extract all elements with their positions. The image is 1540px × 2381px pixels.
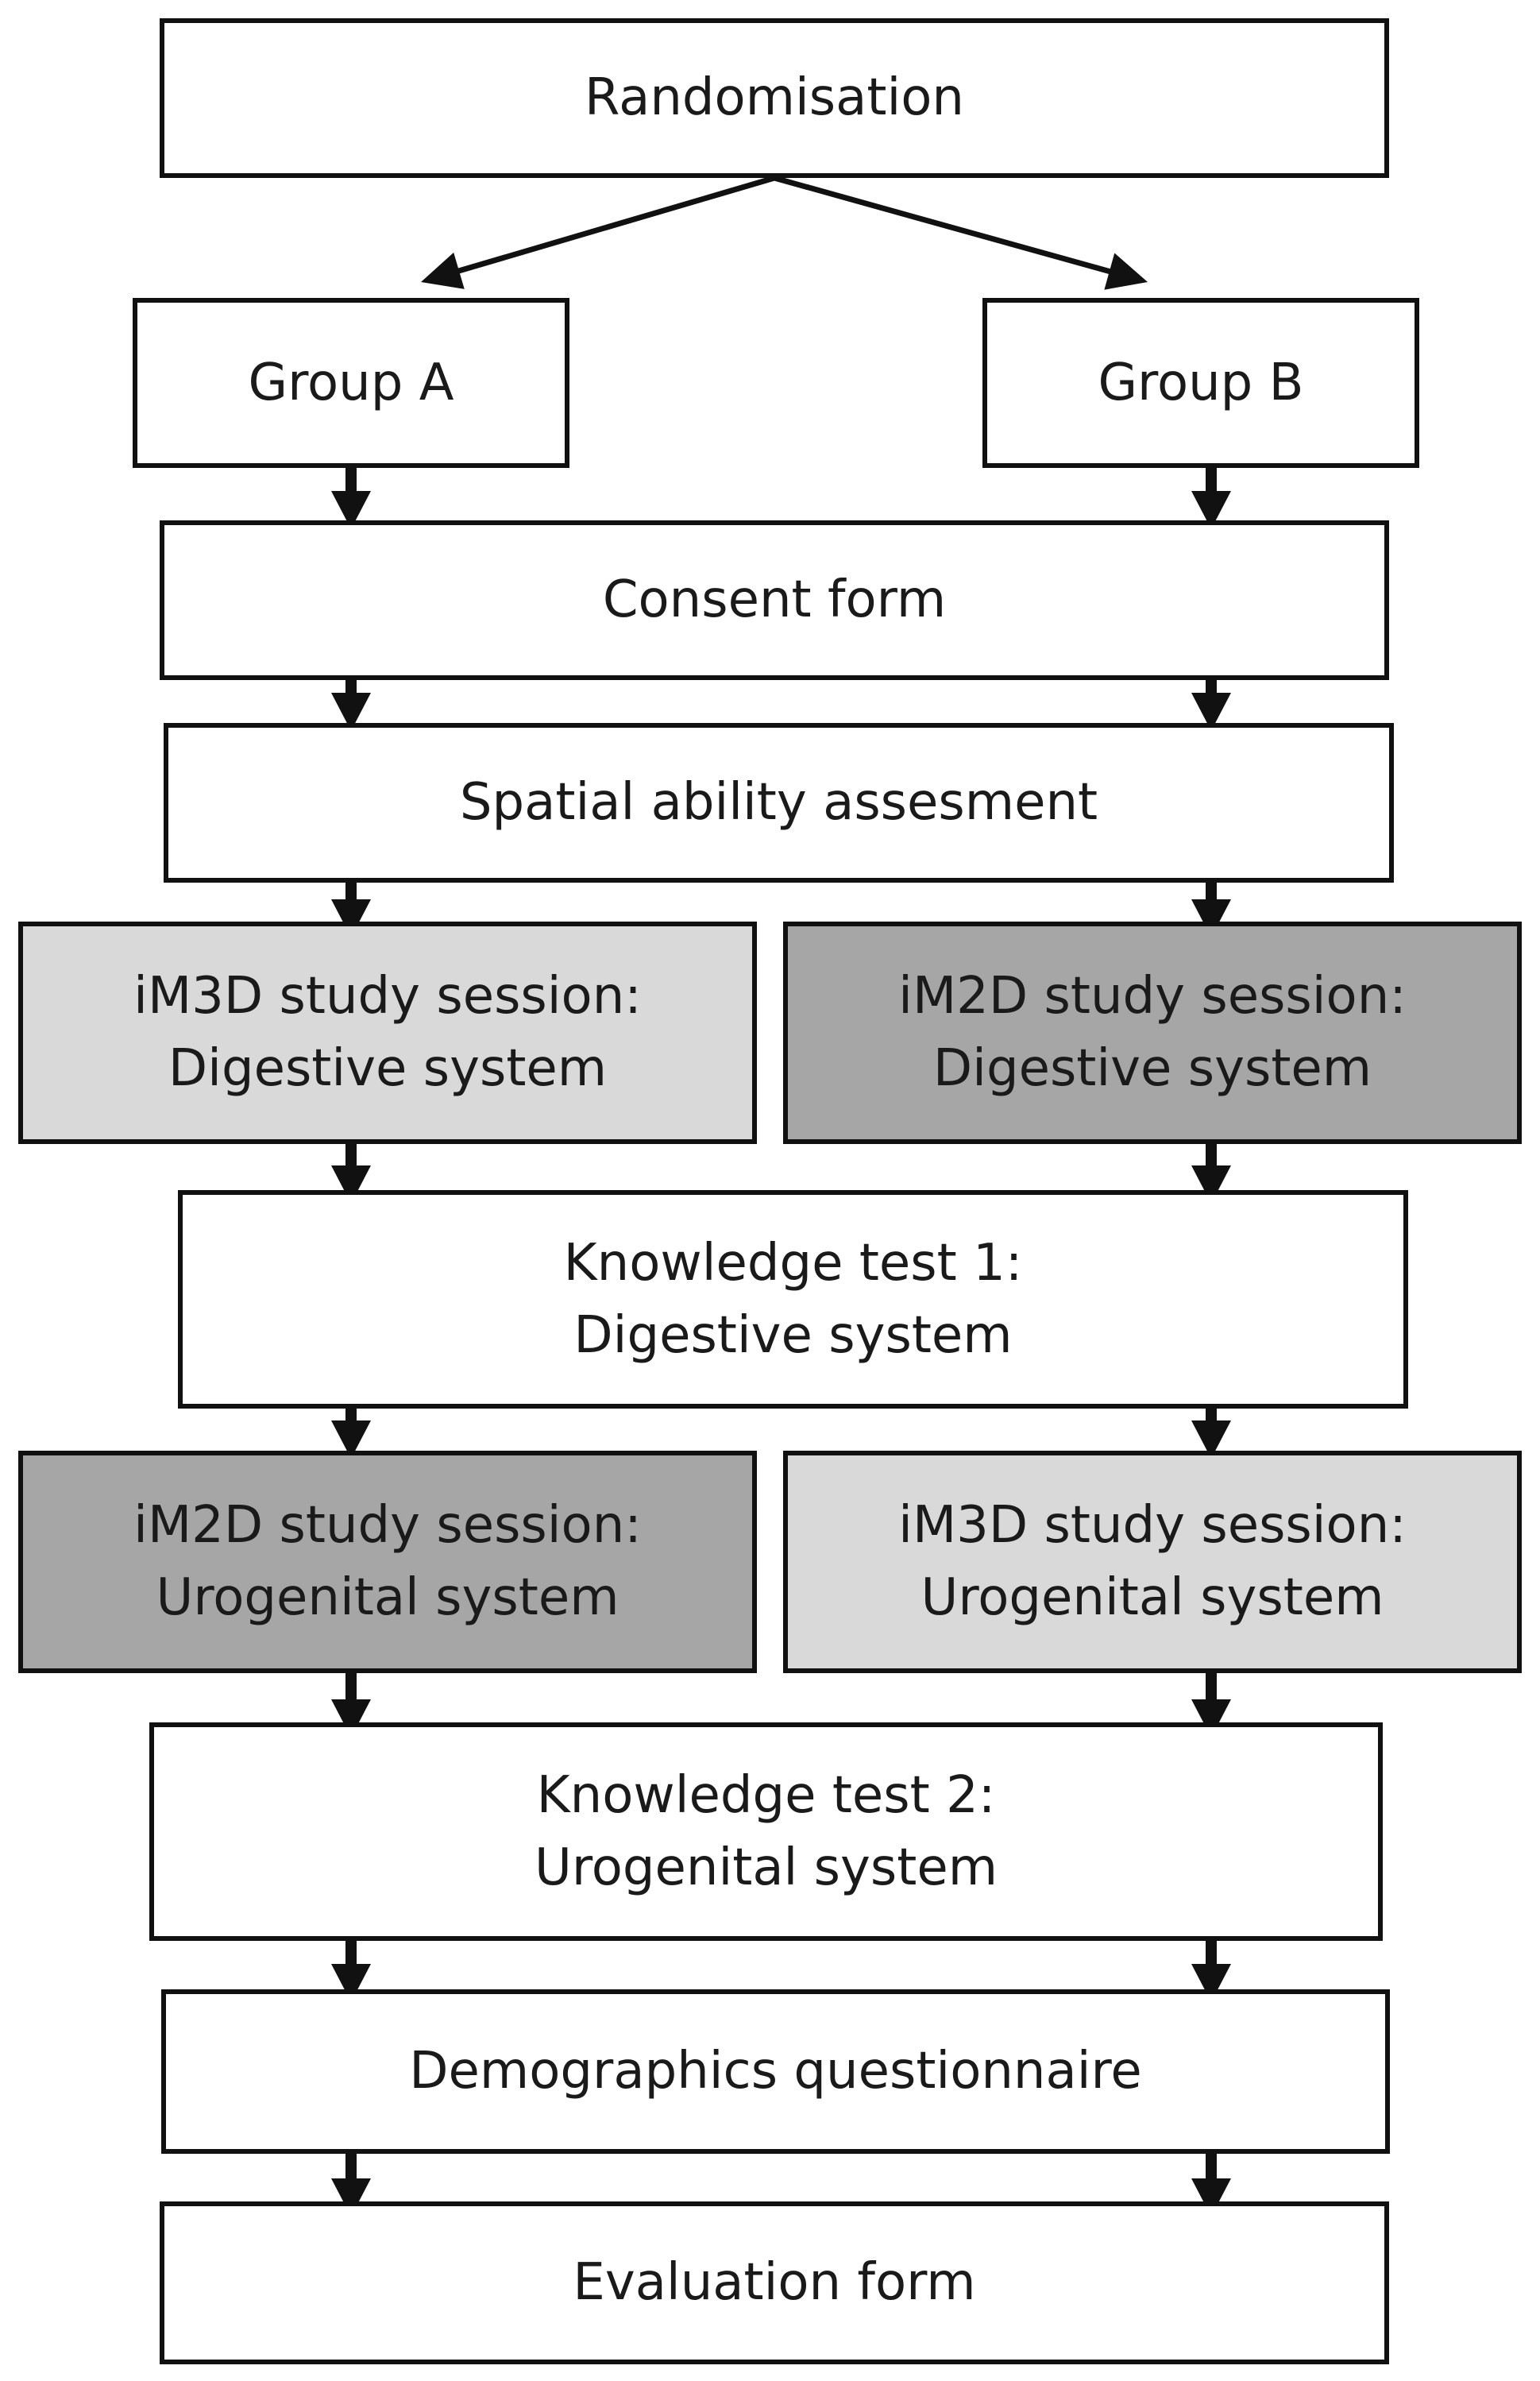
group-a-box: Group A (133, 298, 569, 468)
arrow-to-group-b-head (1104, 253, 1148, 290)
randomisation-label: Randomisation (585, 68, 964, 128)
arrow-right-2-head (1191, 693, 1231, 731)
session1-group-a-line1: iM3D study session: (133, 967, 642, 1026)
arrow-to-group-a-shaft (455, 175, 775, 275)
knowledge-test-2-line2: Urogenital system (534, 1838, 998, 1897)
arrow-to-group-b-shaft (774, 175, 1114, 276)
group-b-label: Group B (1098, 353, 1304, 412)
arrow-to-group-a-head (421, 252, 465, 289)
arrow-left-6-head (331, 1699, 371, 1737)
evaluation-form-box: Evaluation form (160, 2201, 1389, 2364)
session1-group-b-line1: iM2D study session: (898, 967, 1407, 1026)
session2-group-a-box: iM2D study session: Urogenital system (18, 1451, 757, 1673)
demographics-box: Demographics questionnaire (161, 1989, 1390, 2154)
arrow-right-8-head (1191, 2178, 1231, 2217)
knowledge-test-1-line2: Digestive system (573, 1305, 1013, 1365)
arrow-right-6-head (1191, 1699, 1231, 1737)
session2-group-a-line1: iM2D study session: (133, 1496, 642, 1556)
session1-group-a-line2: Digestive system (168, 1039, 608, 1098)
evaluation-form-label: Evaluation form (573, 2253, 976, 2313)
knowledge-test-1-box: Knowledge test 1: Digestive system (178, 1190, 1408, 1409)
randomisation-box: Randomisation (160, 18, 1389, 178)
arrow-left-5-head (331, 1420, 371, 1459)
session1-group-b-line2: Digestive system (932, 1039, 1372, 1098)
arrow-right-1-head (1191, 491, 1231, 529)
session2-group-b-line2: Urogenital system (921, 1568, 1384, 1627)
arrow-left-1-head (331, 491, 371, 529)
arrow-left-2-head (331, 693, 371, 731)
arrow-left-3-head (331, 899, 371, 937)
knowledge-test-1-line1: Knowledge test 1: (563, 1233, 1023, 1293)
arrow-right-3-head (1191, 899, 1231, 937)
spatial-ability-label: Spatial ability assesment (459, 773, 1098, 833)
spatial-ability-box: Spatial ability assesment (164, 723, 1394, 883)
group-a-label: Group A (248, 353, 454, 412)
session1-group-b-box: iM2D study session: Digestive system (783, 922, 1522, 1144)
consent-form-label: Consent form (602, 570, 947, 630)
arrow-right-4-head (1191, 1165, 1231, 1204)
arrow-left-7-head (331, 1964, 371, 2002)
arrow-left-4-head (331, 1165, 371, 1204)
arrow-right-7-head (1191, 1964, 1231, 2002)
knowledge-test-2-line1: Knowledge test 2: (536, 1765, 996, 1825)
arrow-right-5-head (1191, 1420, 1231, 1459)
knowledge-test-2-box: Knowledge test 2: Urogenital system (149, 1722, 1383, 1941)
consent-form-box: Consent form (160, 520, 1389, 680)
session1-group-a-box: iM3D study session: Digestive system (18, 922, 757, 1144)
session2-group-b-line1: iM3D study session: (898, 1496, 1407, 1556)
arrow-left-8-head (331, 2178, 371, 2217)
group-b-box: Group B (982, 298, 1419, 468)
session2-group-a-line2: Urogenital system (156, 1568, 619, 1627)
session2-group-b-box: iM3D study session: Urogenital system (783, 1451, 1522, 1673)
demographics-label: Demographics questionnaire (409, 2042, 1142, 2101)
